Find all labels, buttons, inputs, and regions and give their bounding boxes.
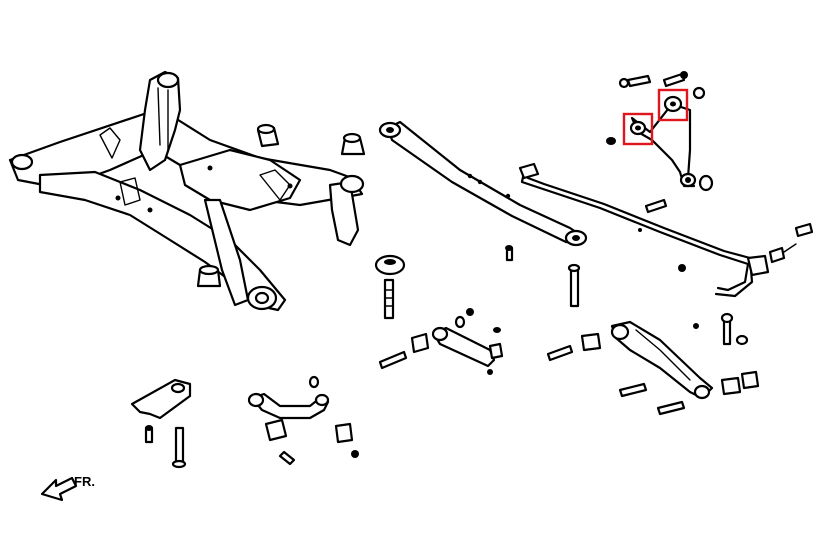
- subframe-bushing-lower: [196, 264, 222, 288]
- highlight-box-rear-bushing: [657, 88, 689, 122]
- stabilizer-bar: [518, 162, 770, 298]
- stabilizer-end-link-bolt: [768, 243, 797, 264]
- upper-arm-lower-bolt: [644, 198, 668, 214]
- rear-subframe: [8, 70, 365, 312]
- toe-link-bushing: [410, 332, 430, 354]
- lower-arm-bolt-1: [618, 382, 648, 398]
- toe-link-nuts: [454, 308, 501, 375]
- toe-link: [431, 326, 504, 368]
- upper-arm-nut: [692, 86, 706, 100]
- lateral-link: [378, 120, 588, 247]
- lower-arm-nut: [693, 323, 699, 329]
- link-bolt-vertical: [567, 263, 581, 308]
- trailing-arm-nut: [308, 375, 359, 458]
- subframe-mount-bolt: [374, 254, 406, 320]
- front-label: FR.: [74, 474, 95, 489]
- bracket-bolt: [144, 425, 154, 444]
- upper-arm-bushing-spare: [698, 174, 714, 192]
- mid-bushing: [580, 332, 602, 352]
- upper-arm-bolt-1: [618, 74, 652, 89]
- trailing-arm-bushing-rear: [334, 422, 354, 444]
- highlight-box-front-bushing: [622, 112, 654, 146]
- lower-arm-bushing-pair: [720, 370, 760, 396]
- upper-arm-nut-left: [606, 137, 616, 145]
- upper-arm-bushing-rear: [663, 95, 683, 113]
- subframe-bushing-upper: [256, 123, 280, 148]
- lower-control-arm: [610, 320, 714, 400]
- trailing-arm: [247, 392, 330, 420]
- stabilizer-clamp-bolt: [794, 222, 814, 238]
- link-bolt-small: [505, 245, 514, 262]
- front-direction-arrow: FR.: [40, 474, 95, 502]
- trailing-arm-bolt: [278, 450, 296, 466]
- subframe-bushing-right: [340, 132, 366, 156]
- toe-link-bolt: [378, 350, 408, 370]
- lower-arm-endlink: [720, 312, 749, 346]
- upper-arm-bushing-front: [629, 120, 647, 136]
- lower-arm-bolt-2: [656, 400, 686, 416]
- mid-bolt: [546, 344, 574, 362]
- bracket-plate: [130, 378, 192, 420]
- trailing-arm-bushing-front: [264, 418, 288, 442]
- upper-arm-bolt-2: [662, 71, 688, 88]
- long-bolt: [171, 426, 187, 469]
